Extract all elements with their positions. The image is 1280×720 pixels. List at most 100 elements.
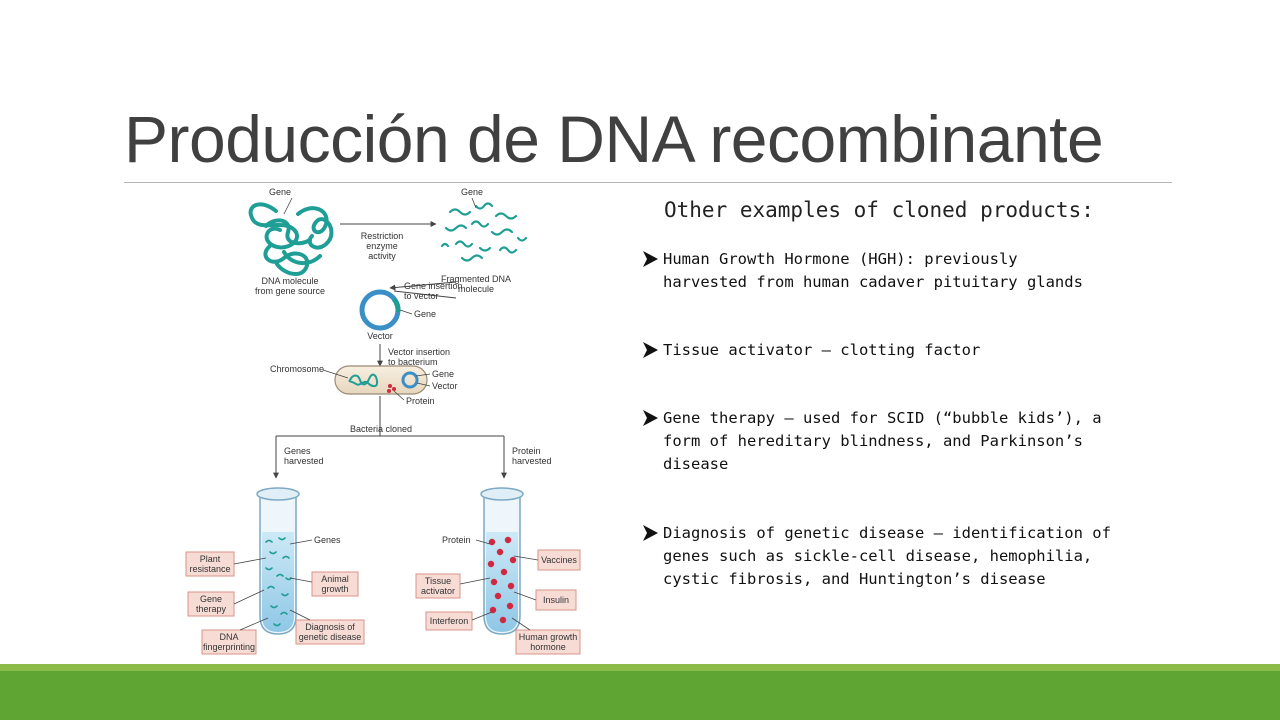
vector-plasmid-icon <box>359 289 401 331</box>
vector-label: Vector <box>367 331 393 341</box>
svg-text:genetic disease: genetic disease <box>299 632 362 642</box>
genes-label: Genes <box>314 535 341 545</box>
gene-insertion-label-2: to vector <box>404 291 439 301</box>
hgh-leader <box>511 617 531 631</box>
svg-text:hormone: hormone <box>530 642 566 652</box>
svg-text:Tissue: Tissue <box>425 576 451 586</box>
svg-text:Vaccines: Vaccines <box>541 555 577 565</box>
interferon-leader <box>471 611 493 621</box>
genes-leader <box>289 539 313 545</box>
plant-resistance-box: Plant resistance <box>185 551 235 577</box>
svg-text:resistance: resistance <box>189 564 230 574</box>
dna-fingerprinting-leader <box>239 617 269 631</box>
dna-fingerprinting-box: DNA fingerprinting <box>201 629 257 655</box>
gene-insertion-arrow <box>389 281 457 291</box>
bullet-text: Gene therapy – used for SCID (“bubble ki… <box>663 409 1102 473</box>
genes-test-tube-icon <box>256 487 300 635</box>
protein-dot-icon <box>387 389 391 393</box>
chromosome-leader <box>322 369 349 379</box>
vector-gene-label: Gene <box>414 309 436 319</box>
protein-test-tube-icon <box>480 487 524 635</box>
arrow-bullet-icon <box>643 410 658 426</box>
genes-harvested-label-1: Genes <box>284 446 311 456</box>
svg-text:DNA: DNA <box>219 632 238 642</box>
svg-text:Interferon: Interferon <box>430 616 469 626</box>
gene-therapy-leader <box>233 589 265 605</box>
dna-source-label-2: from gene source <box>255 286 325 296</box>
vector-insertion-label-2: to bacterium <box>388 357 438 367</box>
bacterium-protein-label: Protein <box>406 396 435 406</box>
svg-text:Insulin: Insulin <box>543 595 569 605</box>
footer-accent-bar <box>0 664 1280 671</box>
svg-text:Human growth: Human growth <box>519 632 578 642</box>
gene-therapy-box: Gene therapy <box>187 591 235 617</box>
protein-harvested-label-2: harvested <box>512 456 552 466</box>
arrow-bullet-icon <box>643 525 658 541</box>
bullet-item-hgh: Human Growth Hormone (HGH): previously h… <box>642 248 1182 294</box>
tissue-activator-box: Tissue activator <box>415 573 461 599</box>
bullet-text: Human Growth Hormone (HGH): previously h… <box>663 250 1083 291</box>
bacterium-protein-leader <box>393 390 405 401</box>
bacterium-gene-leader <box>415 373 431 377</box>
fragmented-dna-icon <box>440 202 528 262</box>
human-growth-hormone-box: Human growth hormone <box>515 629 581 655</box>
bacterium-plasmid-icon <box>401 371 419 389</box>
dna-molecule-icon <box>248 202 334 276</box>
recombinant-dna-diagram: Gene DNA molecule from gene source Restr… <box>185 187 581 655</box>
bullet-text: Diagnosis of genetic disease – identific… <box>663 524 1111 588</box>
dna-source-label-1: DNA molecule <box>261 276 318 286</box>
slide-title: Producción de DNA recombinante <box>124 102 1104 176</box>
plant-resistance-leader <box>233 557 267 565</box>
protein-leader <box>475 539 491 545</box>
arrow-bullet-icon <box>643 342 658 358</box>
restriction-label-2: enzyme <box>366 241 398 251</box>
bacterium-icon <box>334 365 428 395</box>
vector-insertion-label-1: Vector insertion <box>388 347 450 357</box>
gene-insertion-label-1: Gene insertion <box>404 281 463 291</box>
svg-text:Animal: Animal <box>321 574 349 584</box>
arrow-bullet-icon <box>643 251 658 267</box>
diagnosis-box: Diagnosis of genetic disease <box>295 619 365 645</box>
genes-harvested-label-2: harvested <box>284 456 324 466</box>
svg-text:Diagnosis of: Diagnosis of <box>305 622 355 632</box>
svg-text:Gene: Gene <box>200 594 222 604</box>
protein-label: Protein <box>442 535 471 545</box>
svg-text:fingerprinting: fingerprinting <box>203 642 255 652</box>
fragmented-label-1: Fragmented DNA <box>441 274 511 284</box>
vector-gene-segment <box>391 297 401 313</box>
bacterium-vector-leader <box>416 382 431 387</box>
svg-text:growth: growth <box>321 584 348 594</box>
fragmented-label-2: molecule <box>458 284 494 294</box>
bullet-item-diagnosis: Diagnosis of genetic disease – identific… <box>642 522 1182 591</box>
animal-growth-box: Animal growth <box>311 571 359 597</box>
gene-label-left: Gene <box>269 187 291 197</box>
restriction-label-1: Restriction <box>361 231 404 241</box>
insertion-arrow-top <box>393 290 457 299</box>
vaccines-leader <box>513 555 539 561</box>
tissue-activator-leader <box>459 577 491 585</box>
protein-dot-icon <box>388 384 392 388</box>
gene-label-right: Gene <box>461 187 483 197</box>
bacteria-cloned-label: Bacteria cloned <box>350 424 412 434</box>
restriction-label-3: activity <box>368 251 396 261</box>
bullet-item-tissue-activator: Tissue activator – clotting factor <box>642 339 1182 362</box>
gene-left-leader <box>283 197 293 215</box>
bacterium-gene-label: Gene <box>432 369 454 379</box>
title-divider <box>124 182 1172 183</box>
bullet-item-gene-therapy: Gene therapy – used for SCID (“bubble ki… <box>642 407 1182 476</box>
protein-dot-icon <box>392 387 396 391</box>
insulin-leader <box>513 591 537 601</box>
chromosome-label: Chromosome <box>270 364 324 374</box>
interferon-box: Interferon <box>425 611 473 631</box>
vector-gene-leader <box>399 309 413 315</box>
bacterium-vector-label: Vector <box>432 381 458 391</box>
vaccines-box: Vaccines <box>537 549 581 571</box>
footer-bar <box>0 671 1280 720</box>
protein-harvested-label-1: Protein <box>512 446 541 456</box>
svg-text:activator: activator <box>421 586 455 596</box>
bullet-text: Tissue activator – clotting factor <box>663 341 981 359</box>
svg-text:therapy: therapy <box>196 604 227 614</box>
svg-text:Plant: Plant <box>200 554 221 564</box>
subheading: Other examples of cloned products: <box>664 198 1094 222</box>
insulin-box: Insulin <box>535 589 577 611</box>
